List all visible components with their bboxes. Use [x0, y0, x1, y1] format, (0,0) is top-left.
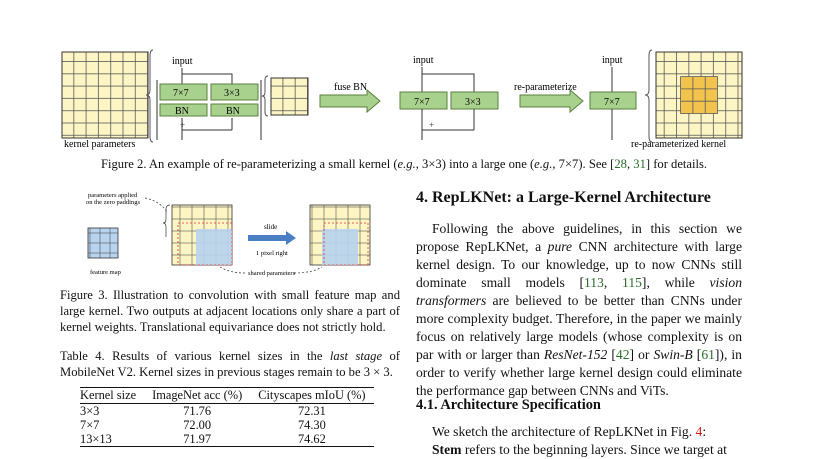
kernel-grid-7x7	[61, 51, 149, 139]
fuse-bn-label: fuse BN	[334, 82, 367, 93]
kernel-parameters-label: kernel parameters	[64, 139, 135, 150]
figure-2-caption: Figure 2. An example of re-parameterizin…	[101, 157, 708, 171]
kernel-grid-3x3	[270, 77, 309, 116]
conv3-label-left: 3×3	[224, 88, 240, 99]
conv7-label-mid: 7×7	[414, 97, 430, 108]
ref-31[interactable]: 31	[633, 157, 646, 171]
section-4-1-heading: 4.1. Architecture Specification	[416, 397, 601, 413]
svg-text:+: +	[180, 120, 185, 130]
slide-label: slide	[264, 223, 277, 231]
table-4-caption: Table 4. Results of various kernel sizes…	[60, 349, 400, 379]
conv3-label-mid: 3×3	[465, 97, 481, 108]
shared-params-label: shared parameters	[248, 270, 296, 277]
ref-28[interactable]: 28	[614, 157, 627, 171]
section-4-heading: 4. RepLKNet: a Large-Kernel Architecture	[416, 189, 711, 206]
reparameterized-kernel-label: re-parameterized kernel	[631, 139, 726, 150]
fuse-bn-arrow	[319, 88, 381, 114]
ref-115[interactable]: 115	[622, 275, 642, 290]
reparameterized-kernel-grid	[655, 51, 743, 139]
section-4-1-paragraph-1: We sketch the architecture of RepLKNet i…	[432, 424, 707, 439]
table-header-row: Kernel size ImageNet acc (%) Cityscapes …	[80, 387, 374, 404]
small-brace	[261, 75, 269, 117]
input-label-left: input	[172, 56, 193, 67]
ref-113[interactable]: 113	[584, 275, 604, 290]
col-imagenet: ImageNet acc (%)	[144, 387, 251, 404]
feature-map-label: feature map	[90, 269, 121, 276]
figure-2-diagram: kernel parameters input 7×7 BN 3×3 BN + …	[61, 49, 743, 150]
right-brace	[644, 49, 653, 143]
params-applied-label-2: on the zero paddings	[86, 199, 140, 206]
figure-3-caption: Figure 3. Illustration to convolution wi…	[60, 288, 400, 334]
feature-map-grid	[87, 227, 119, 259]
conv7-box-right	[589, 91, 637, 110]
pixel-right-label: 1 pixel right	[256, 250, 288, 257]
col-cityscapes: Cityscapes mIoU (%)	[250, 387, 374, 404]
figure-3-diagram: parameters applied on the zero paddings …	[86, 192, 371, 277]
section-4-1-paragraph-2: Stem refers to the beginning layers. Sin…	[432, 442, 727, 457]
bn-box-left-1	[159, 103, 208, 117]
results-table: Kernel size ImageNet acc (%) Cityscapes …	[80, 387, 374, 447]
reparameterize-label: re-parameterize	[514, 82, 577, 93]
conv7-box-left	[159, 83, 208, 101]
section-4-paragraph: Following the above guidelines, in this …	[416, 221, 743, 398]
fig-4-ref[interactable]: 4	[695, 424, 703, 439]
conv7-box-mid	[399, 91, 448, 110]
params-applied-label-1: parameters applied	[88, 192, 138, 199]
ref-61[interactable]: 61	[701, 347, 715, 362]
left-brace	[145, 49, 154, 143]
col-kernel-size: Kernel size	[80, 387, 145, 404]
bn-label-1: BN	[175, 106, 189, 117]
input-label-right: input	[602, 55, 623, 66]
conv7-label-right: 7×7	[604, 97, 620, 108]
ref-42[interactable]: 42	[615, 347, 630, 362]
bn-box-left-2	[210, 103, 259, 117]
conv7-label-left: 7×7	[173, 88, 189, 99]
input-label-mid: input	[413, 55, 434, 66]
slide-arrow	[248, 231, 296, 245]
bn-label-2: BN	[226, 106, 240, 117]
reparameterize-arrow	[519, 88, 584, 114]
svg-text:+: +	[429, 120, 434, 130]
conv3-box-left	[210, 83, 259, 101]
